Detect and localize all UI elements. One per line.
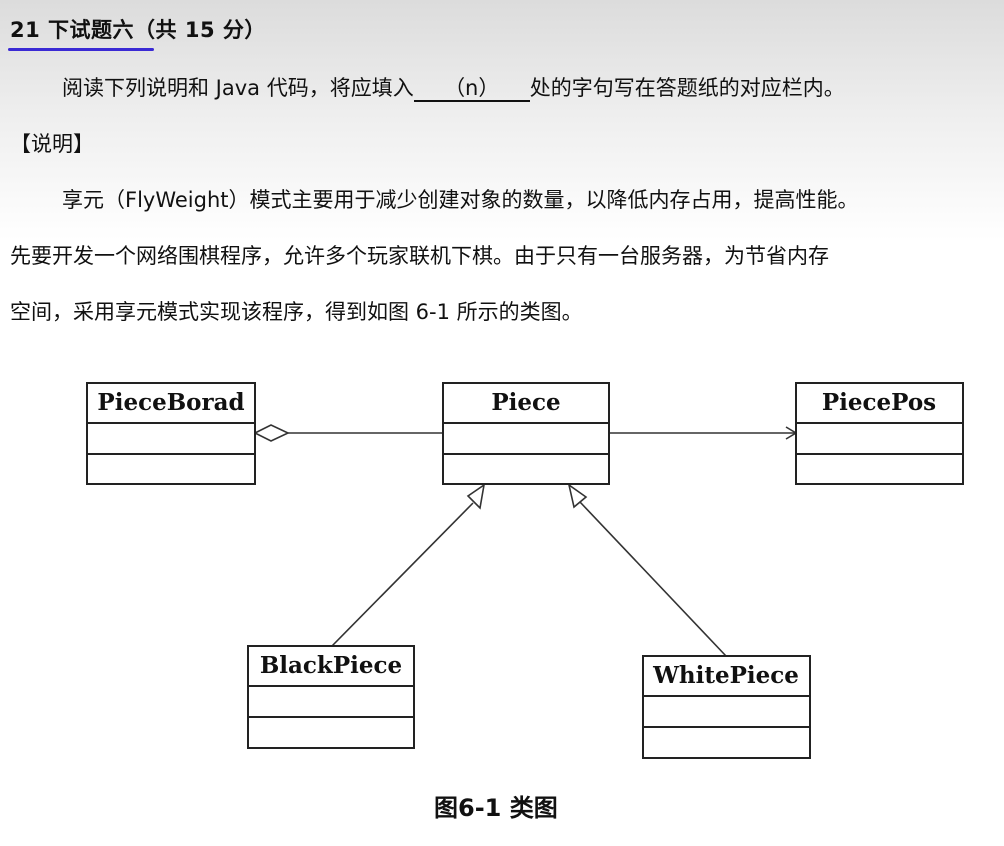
generalization-arrowhead-blackpiece (466, 483, 486, 510)
class-diagram: PieceBorad Piece PiecePos BlackPiece Whi… (86, 382, 964, 759)
class-whitepiece: WhitePiece (642, 655, 811, 759)
figure-caption: 图6-1 类图 (434, 794, 558, 822)
section-heading: 【说明】 (10, 132, 94, 156)
answer-blank: （n） (413, 76, 530, 102)
description-line-3: 空间，采用享元模式实现该程序，得到如图 6-1 所示的类图。 (10, 300, 583, 324)
title-underline (8, 48, 154, 51)
description-line-2: 先要开发一个网络围棋程序，允许多个玩家联机下棋。由于只有一台服务器，为节省内存 (10, 244, 829, 268)
generalization-arrowhead-whitepiece (567, 483, 588, 509)
generalization-edge-blackpiece (331, 502, 474, 647)
class-name-whitepiece: WhitePiece (652, 662, 799, 689)
question-title: 21 下试题六（共 15 分） (10, 18, 266, 42)
class-name-blackpiece: BlackPiece (260, 652, 402, 679)
generalization-edge-whitepiece (579, 501, 727, 657)
class-name-piece: Piece (491, 389, 560, 416)
class-piece: Piece (442, 382, 610, 485)
class-blackpiece: BlackPiece (247, 645, 415, 749)
instruction-suffix: 处的字句写在答题纸的对应栏内。 (529, 76, 845, 100)
class-piecepos: PiecePos (795, 382, 964, 485)
instruction-prefix: 阅读下列说明和 Java 代码，将应填入 (62, 76, 414, 100)
aggregation-diamond (253, 424, 290, 442)
class-pieceborad: PieceBorad (86, 382, 256, 485)
class-name-piecepos: PiecePos (822, 389, 936, 416)
description-line-1: 享元（FlyWeight）模式主要用于减少创建对象的数量，以降低内存占用，提高性… (62, 188, 859, 212)
instruction-line: 阅读下列说明和 Java 代码，将应填入（n）处的字句写在答题纸的对应栏内。 (62, 72, 845, 102)
class-name-pieceborad: PieceBorad (97, 389, 244, 416)
